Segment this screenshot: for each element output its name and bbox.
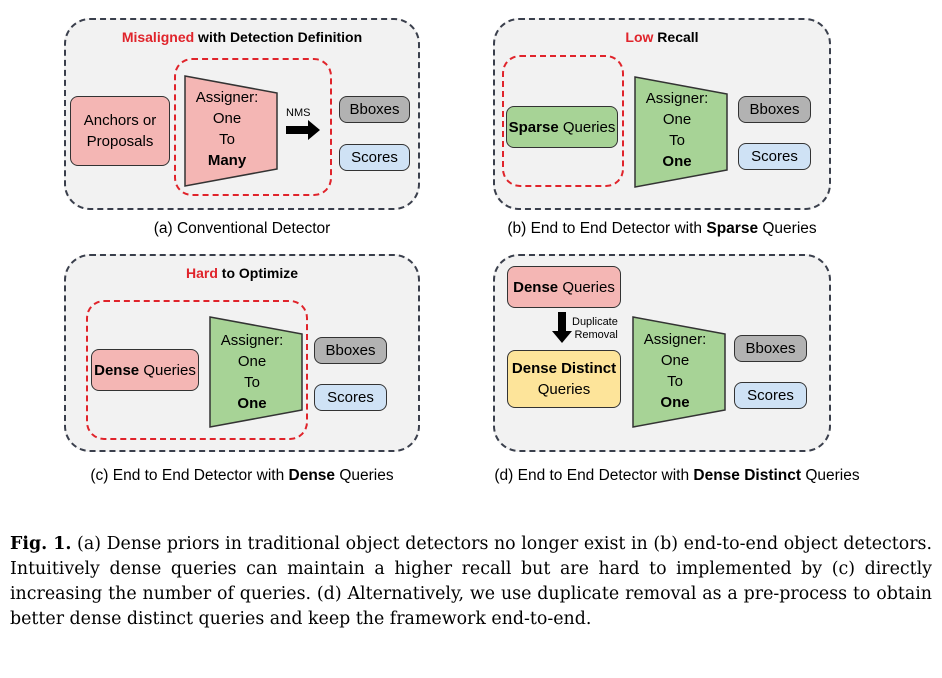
- panel-a-title-highlight: Misaligned: [121, 29, 195, 45]
- panel-a-title: Misaligned with Detection Definition: [121, 29, 363, 45]
- panel-d-scores-box: Scores: [734, 382, 807, 409]
- assigner-one-to-many-trapezoid: [184, 75, 278, 187]
- panel-d-assigner-label: Assigner: One To One: [643, 331, 707, 411]
- panel-c-red-highlight-region: [86, 300, 308, 440]
- panel-c-caption: (c) End to End Detector with Dense Queri…: [90, 467, 394, 484]
- panel-d-dense-queries-box: Dense Queries: [507, 266, 621, 308]
- panel-c-assigner-label: Assigner: One To One: [220, 332, 284, 412]
- nms-label: NMS: [286, 107, 311, 119]
- nms-arrow-icon: [286, 120, 320, 140]
- panel-d-caption: (d) End to End Detector with Dense Disti…: [494, 467, 860, 484]
- panel-c-title: Hard to Optimize: [185, 265, 299, 281]
- panel-b-title-highlight: Low: [625, 29, 654, 45]
- panel-b-assigner-label: Assigner: One To One: [645, 90, 709, 170]
- panel-b-assigner-trapezoid: [634, 76, 728, 188]
- sparse-queries-box: Sparse Queries: [506, 106, 618, 148]
- dense-queries-box: Dense Queries: [91, 349, 199, 391]
- panel-d-assigner-trapezoid: [632, 316, 726, 428]
- panel-a-bboxes-box: Bboxes: [339, 96, 410, 123]
- panel-c-scores-box: Scores: [314, 384, 387, 411]
- dense-distinct-queries-box: Dense Distinct Queries: [507, 350, 621, 408]
- panel-a-scores-box: Scores: [339, 144, 410, 171]
- panel-b-scores-box: Scores: [738, 143, 811, 170]
- panel-c-assigner-trapezoid: [209, 316, 303, 428]
- panel-d-bboxes-box: Bboxes: [734, 335, 807, 362]
- panel-b-caption: (b) End to End Detector with Sparse Quer…: [507, 220, 817, 237]
- figure-caption: Fig. 1. (a) Dense priors in traditional …: [10, 532, 932, 632]
- assigner-one-to-many-label: Assigner: One To Many: [195, 89, 259, 169]
- panel-a-caption: (a) Conventional Detector: [153, 220, 331, 237]
- figure-caption-label: Fig. 1.: [10, 534, 72, 554]
- panel-b-red-highlight-region: [502, 55, 624, 187]
- panel-a-red-highlight-region: [174, 58, 332, 196]
- panel-b-bboxes-box: Bboxes: [738, 96, 811, 123]
- duplicate-removal-arrow-icon: [552, 312, 572, 343]
- panel-c-title-highlight: Hard: [185, 265, 218, 281]
- figure-caption-text: (a) Dense priors in traditional object d…: [10, 534, 932, 629]
- panel-c-bboxes-box: Bboxes: [314, 337, 387, 364]
- duplicate-removal-label: Duplicate Removal: [572, 316, 618, 341]
- panel-b-title: Low Recall: [625, 29, 699, 45]
- anchors-or-proposals-box: Anchors or Proposals: [70, 96, 170, 166]
